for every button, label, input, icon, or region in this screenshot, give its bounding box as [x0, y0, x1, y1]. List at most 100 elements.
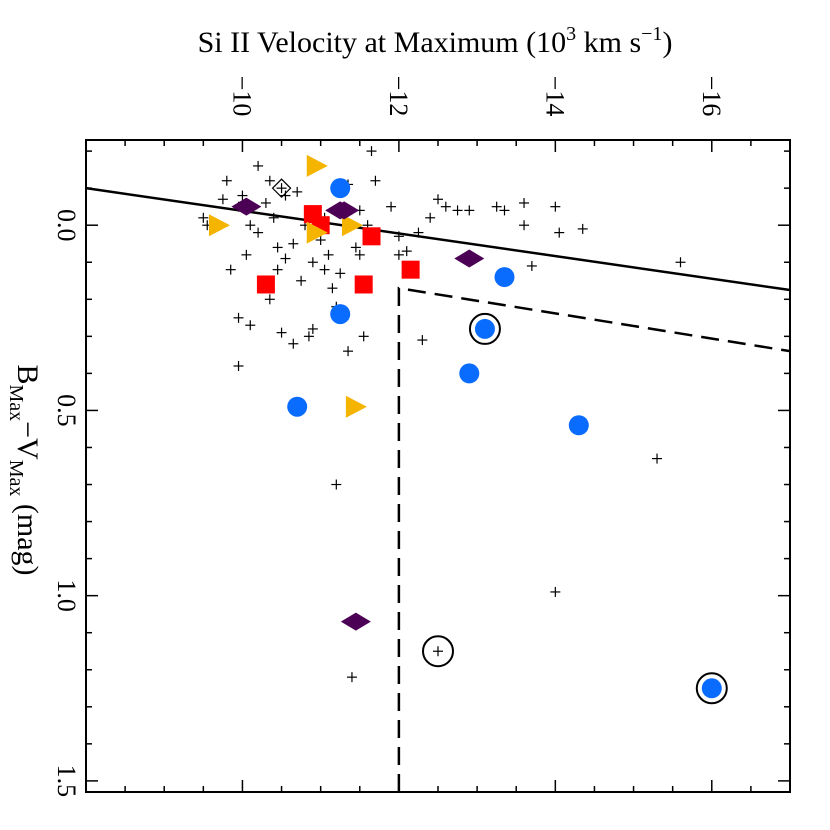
plus-marker: [323, 249, 334, 260]
plus-marker: [370, 175, 381, 186]
plus-marker: [386, 201, 397, 212]
plus-marker: [319, 264, 330, 275]
diamond-marker: [231, 197, 262, 216]
plus-marker: [413, 227, 424, 238]
square-marker: [256, 275, 275, 294]
plus-marker: [331, 479, 342, 490]
diamond-marker: [454, 249, 485, 268]
plus-marker: [268, 212, 279, 223]
top-tick-label: −12: [384, 76, 413, 117]
plus-marker: [577, 223, 588, 234]
diamond-marker: [340, 612, 371, 631]
plus-marker: [675, 257, 686, 268]
top-axis-title: Si II Velocity at Maximum (103 km s−1): [198, 23, 673, 59]
solid-boundary-line: [85, 186, 791, 292]
plus-marker: [519, 197, 530, 208]
plus-marker: [491, 201, 502, 212]
plus-marker: [217, 194, 228, 205]
triangle-marker: [345, 395, 367, 418]
plus-marker: [417, 335, 428, 346]
plus-marker: [335, 268, 346, 279]
triangle-marker: [208, 214, 230, 237]
square-marker: [354, 275, 373, 294]
highlight-ring: [468, 312, 501, 345]
left-tick-label: 0.0: [52, 209, 81, 242]
plus-marker: [315, 235, 326, 246]
plus-marker: [550, 201, 561, 212]
plus-marker: [464, 205, 475, 216]
plot-frame: [85, 139, 791, 793]
plus-marker: [433, 646, 443, 657]
plus-marker: [245, 320, 256, 331]
plus-marker: [264, 294, 275, 305]
top-tick-label: −14: [540, 76, 569, 117]
square-marker: [362, 227, 381, 246]
triangle-marker: [341, 214, 363, 237]
top-tick-labels: −10 −12 −14 −16: [227, 76, 725, 117]
dashed-boundary-line: [397, 286, 791, 792]
plus-marker: [526, 260, 537, 271]
diamond-marker: [329, 201, 360, 220]
data-points: [198, 146, 728, 705]
plus-marker: [288, 238, 299, 249]
left-tick-label: 1.5: [52, 765, 81, 798]
circle-marker: [494, 267, 515, 288]
left-tick-labels: 0.0 0.5 1.0 1.5: [52, 209, 81, 797]
plus-marker: [452, 205, 463, 216]
circle-marker: [287, 396, 308, 417]
top-tick-label: −16: [697, 76, 726, 117]
plus-marker: [292, 186, 303, 197]
plus-marker: [280, 190, 291, 201]
plus-marker: [276, 327, 287, 338]
circle-marker: [330, 304, 351, 325]
plus-marker: [519, 220, 530, 231]
plus-marker: [272, 264, 283, 275]
top-tick-label: −10: [227, 76, 256, 117]
open-diamond-outline: [271, 178, 292, 199]
plus-marker: [253, 227, 264, 238]
plus-marker: [433, 194, 443, 205]
plus-marker: [253, 160, 264, 171]
plus-marker: [288, 338, 299, 349]
plus-marker: [343, 346, 354, 357]
plus-marker: [303, 331, 314, 342]
plus-marker: [241, 249, 252, 260]
square-marker: [401, 260, 420, 279]
plus-marker: [272, 242, 283, 253]
plus-marker: [233, 360, 244, 371]
plus-marker: [354, 249, 365, 260]
circle-marker: [474, 318, 495, 339]
plus-marker: [652, 453, 663, 464]
plus-marker: [346, 672, 357, 683]
open-diamond-marker: [271, 178, 292, 199]
plus-marker: [280, 253, 291, 264]
highlight-ring: [695, 672, 728, 705]
plus-marker: [440, 201, 451, 212]
highlight-ring: [422, 635, 454, 668]
plus-marker: [358, 331, 369, 342]
plus-marker: [245, 220, 256, 231]
triangle-marker: [306, 221, 328, 244]
circle-marker: [459, 363, 480, 384]
plus-marker: [233, 312, 244, 323]
circle-marker: [568, 415, 589, 436]
triangle-marker: [306, 154, 328, 177]
plus-marker: [425, 212, 436, 223]
plus-marker: [307, 323, 318, 334]
plus-marker: [499, 205, 510, 216]
plus-marker: [237, 190, 248, 201]
plus-marker: [221, 175, 232, 186]
plus-marker: [264, 175, 275, 186]
plus-marker: [198, 212, 209, 223]
plus-marker: [225, 264, 236, 275]
plus-marker: [401, 246, 412, 257]
left-tick-label: 1.0: [52, 579, 81, 612]
left-tick-label: 0.5: [52, 394, 81, 427]
plus-marker: [350, 242, 361, 253]
plus-marker: [393, 231, 404, 242]
plus-marker: [307, 257, 318, 268]
plus-marker: [550, 586, 561, 597]
plus-marker: [260, 197, 271, 208]
